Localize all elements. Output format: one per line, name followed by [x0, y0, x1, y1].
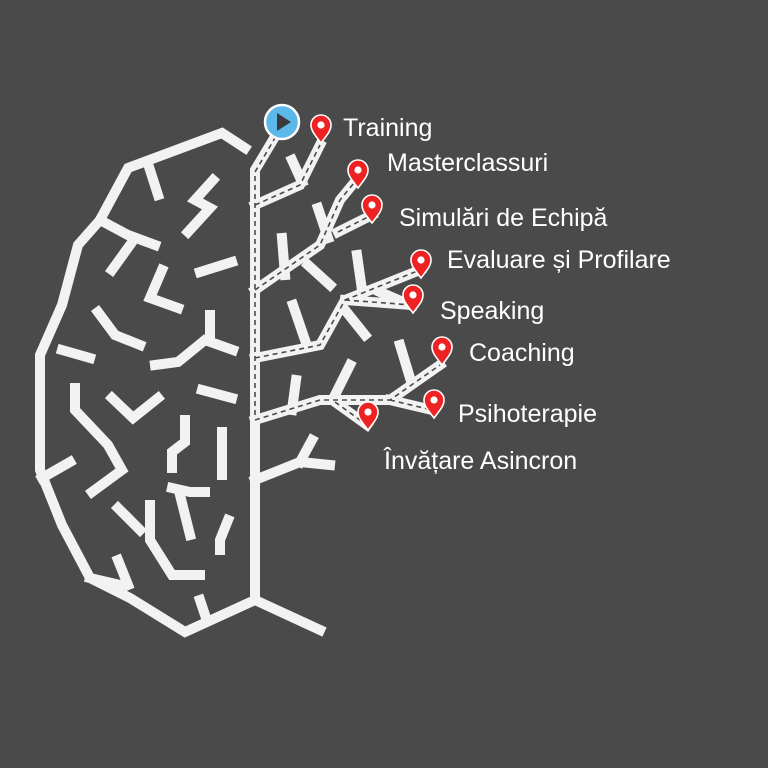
label-training: Training: [343, 114, 433, 142]
map-pin-icon: [431, 336, 453, 367]
label-masterclassuri: Masterclassuri: [387, 149, 549, 177]
route-dashes: [254, 125, 441, 426]
label-psihoterapie: Psihoterapie: [458, 400, 597, 428]
label-speaking: Speaking: [440, 297, 545, 325]
tree-branches: [248, 118, 447, 637]
label-coaching: Coaching: [469, 339, 575, 367]
map-pin-icon: [361, 194, 383, 225]
start-marker: [263, 103, 301, 141]
map-pin-icon: [357, 401, 379, 432]
left-hemisphere-maze: [35, 127, 262, 638]
map-pin-icon: [410, 249, 432, 280]
label-simulari-de-echipa: Simulări de Echipă: [399, 204, 608, 232]
map-pin-icon: [347, 159, 369, 190]
map-pin-icon: [310, 114, 332, 145]
play-icon: [277, 113, 291, 131]
label-invatare-asincron: Învățare Asincron: [384, 447, 578, 475]
map-pin-icon: [423, 389, 445, 420]
map-pin-icon: [402, 284, 424, 315]
map-pins: [310, 114, 453, 432]
label-evaluare-si-profilare: Evaluare și Profilare: [447, 246, 671, 274]
